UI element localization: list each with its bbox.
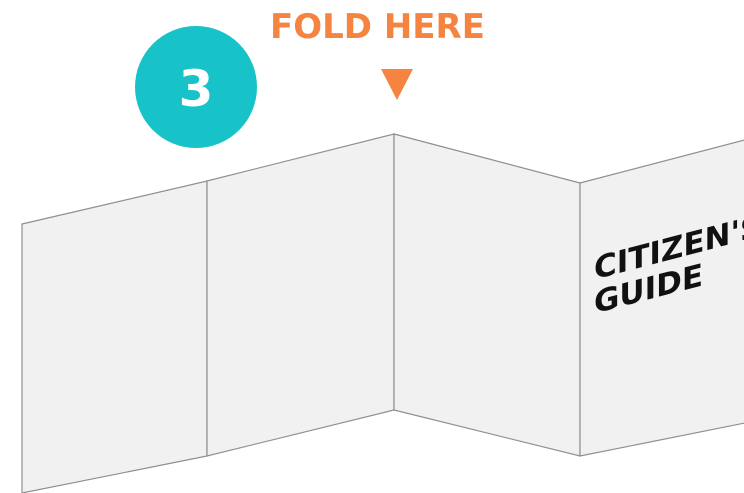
brochure: CITIZEN'S GUIDE bbox=[22, 134, 744, 493]
brochure-panel-3 bbox=[394, 134, 580, 456]
step-badge: 3 bbox=[135, 26, 257, 148]
brochure-panel-2 bbox=[207, 134, 394, 456]
brochure-panel-1 bbox=[22, 181, 207, 493]
fold-arrow-icon bbox=[381, 69, 413, 100]
step-number: 3 bbox=[179, 60, 214, 118]
